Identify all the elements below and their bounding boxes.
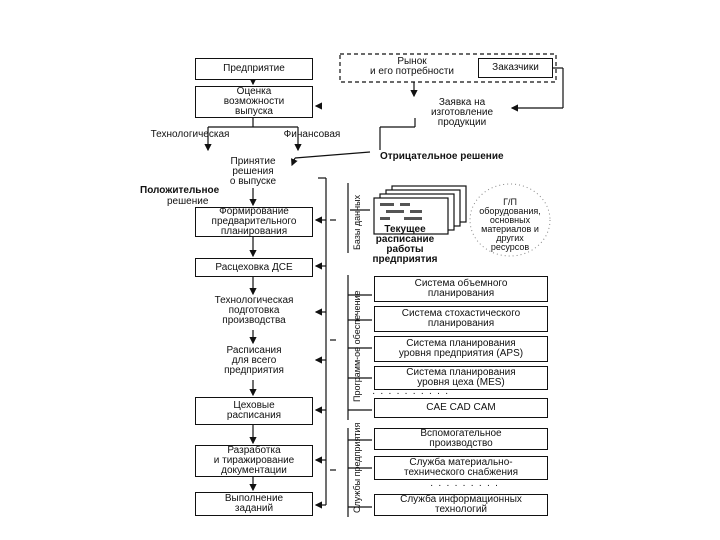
software-box-mes: Система планирования уровня цеха (MES)	[374, 366, 548, 390]
dse-label: Расцеховка ДСЕ	[215, 261, 293, 273]
technological-label: Технологическая	[150, 129, 230, 140]
customers-box: Заказчики	[478, 58, 553, 78]
assessment-label: Оценка возможности выпуска	[223, 86, 285, 117]
software-label-1: Система стохастического планирования	[401, 308, 521, 329]
services-label: Службы предприятия	[352, 422, 362, 513]
databases-label: Базы данных	[352, 194, 362, 250]
software-dots: · · · · · · · · · ·	[372, 388, 450, 399]
software-label-2: Система планирования уровня предприятия …	[398, 338, 524, 359]
customers-label: Заказчики	[492, 62, 539, 73]
software-box-cae: CAE CAD CAM	[374, 398, 548, 418]
service-box-supply: Служба материально- технического снабжен…	[374, 456, 548, 480]
documentation-label: Разработка и тиражирование документации	[213, 445, 295, 476]
forming-plan-box: Формирование предварительного планирован…	[195, 207, 313, 237]
enterprise-box: Предприятие	[195, 58, 313, 80]
software-label-0: Система объемного планирования	[414, 278, 508, 299]
software-box-aps: Система планирования уровня предприятия …	[374, 336, 548, 362]
documentation-box: Разработка и тиражирование документации	[195, 445, 313, 477]
enterprise-label: Предприятие	[223, 63, 285, 74]
software-box-stochastic-planning: Система стохастического планирования	[374, 306, 548, 332]
service-label-0: Вспомогательное производство	[420, 428, 502, 449]
market-label: Рынок и его потребности	[369, 56, 455, 77]
execution-label: Выполнение заданий	[224, 493, 284, 514]
services-dots: · · · · · · · · ·	[430, 480, 500, 491]
execution-box: Выполнение заданий	[195, 492, 313, 516]
decision-label: Принятие решения о выпуске	[229, 156, 277, 187]
positive-label: Положительное	[140, 185, 220, 196]
software-label-4: CAE CAD CAM	[426, 402, 496, 413]
order-request-label: Заявка на изготовление продукции	[430, 97, 494, 128]
assessment-box: Оценка возможности выпуска	[195, 86, 313, 118]
current-schedule-label: Текущее расписание работы предприятия	[372, 224, 438, 265]
dse-box: Расцеховка ДСЕ	[195, 258, 313, 277]
tech-prep-label: Технологическая подготовка производства	[214, 295, 294, 326]
software-label: Программ-ое обеспечение	[352, 290, 362, 403]
service-box-it: Служба информационных технологий	[374, 494, 548, 516]
service-label-1: Служба материально- технического снабжен…	[404, 457, 518, 478]
financial-label: Финансовая	[283, 129, 341, 140]
negative-decision-label: Отрицательное решение	[380, 151, 504, 162]
shop-schedules-box: Цеховые расписания	[195, 397, 313, 425]
software-box-volume-planning: Система объемного планирования	[374, 276, 548, 302]
resources-label: Г/П оборудования, основных материалов и …	[479, 197, 541, 252]
schedule-all-label: Расписания для всего предприятия	[224, 345, 284, 376]
service-label-2: Служба информационных технологий	[400, 494, 522, 515]
forming-plan-label: Формирование предварительного планирован…	[211, 206, 297, 237]
shop-schedules-label: Цеховые расписания	[226, 400, 282, 421]
software-label-3: Система планирования уровня цеха (MES)	[406, 367, 516, 388]
service-box-auxiliary: Вспомогательное производство	[374, 428, 548, 450]
positive-sub-label: решение	[167, 196, 209, 207]
